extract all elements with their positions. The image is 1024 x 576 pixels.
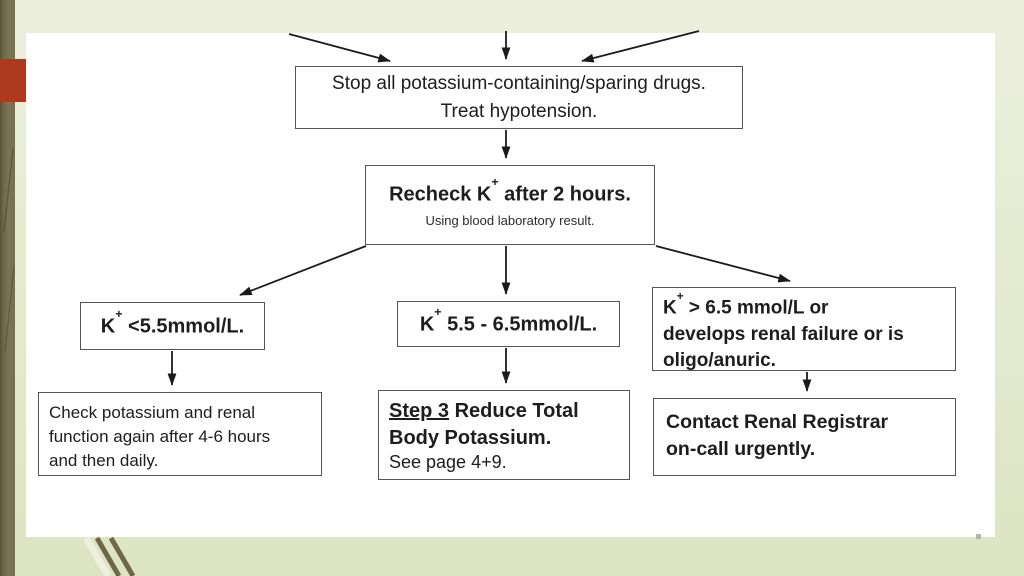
recheck-title: Recheck K+ after 2 hours. xyxy=(389,175,631,207)
k-superscript: + xyxy=(434,304,442,319)
bottom-stripe-dark xyxy=(108,536,136,576)
bottom-stripe-dark xyxy=(94,536,122,576)
k-low-rest: <5.5mmol/L. xyxy=(122,315,245,338)
k-high-line1: K+ > 6.5 mmol/L or xyxy=(663,290,945,322)
k-superscript: + xyxy=(491,174,499,189)
k-superscript: + xyxy=(115,306,123,321)
red-accent-block xyxy=(0,59,26,102)
check-line3: and then daily. xyxy=(49,451,159,471)
contact-line2: on-call urgently. xyxy=(666,438,816,461)
slide-number-dot xyxy=(976,534,981,539)
check-line1: Check potassium and renal xyxy=(49,403,256,422)
step3-line1: Step 3 Reduce Total xyxy=(389,398,619,425)
node-k-mid: K+ 5.5 - 6.5mmol/L. xyxy=(397,301,620,347)
k-superscript: + xyxy=(676,289,684,303)
recheck-title-rest: after 2 hours. xyxy=(498,183,631,206)
check-line2: function again after 4-6 hours xyxy=(49,427,271,447)
k-mid-rest: 5.5 - 6.5mmol/L. xyxy=(441,313,598,336)
k-mid-prefix: K xyxy=(419,313,435,336)
node-k-high: K+ > 6.5 mmol/L or develops renal failur… xyxy=(652,287,956,371)
k-high-prefix: K xyxy=(663,297,677,319)
k-mid-label: K+ 5.5 - 6.5mmol/L. xyxy=(419,305,598,337)
node-contact-registrar: Contact Renal Registrar on-call urgently… xyxy=(653,398,956,476)
node-k-low: K+ <5.5mmol/L. xyxy=(80,302,265,350)
recheck-subtitle: Using blood laboratory result. xyxy=(425,213,595,229)
stop-line2: Treat hypotension. xyxy=(440,100,598,122)
stop-line1: Stop all potassium-containing/sparing dr… xyxy=(332,72,706,94)
step3-label: Step 3 xyxy=(389,400,450,422)
k-high-line2: develops renal failure or is xyxy=(663,323,904,345)
k-low-prefix: K xyxy=(100,315,116,338)
step3-line3: See page 4+9. xyxy=(389,452,507,473)
k-high-line1-rest: > 6.5 mmol/L or xyxy=(683,297,829,319)
node-stop-drugs: Stop all potassium-containing/sparing dr… xyxy=(295,66,743,129)
contact-line1: Contact Renal Registrar xyxy=(666,411,889,433)
left-accent-bar xyxy=(0,0,15,576)
node-step3-reduce: Step 3 Reduce Total Body Potassium. See … xyxy=(378,390,630,480)
step3-line1-rest: Reduce Total xyxy=(449,400,579,422)
recheck-title-prefix: Recheck K xyxy=(389,183,492,206)
k-low-label: K+ <5.5mmol/L. xyxy=(100,307,245,339)
node-check-potassium: Check potassium and renal function again… xyxy=(38,392,322,476)
node-recheck-k: Recheck K+ after 2 hours. Using blood la… xyxy=(365,165,655,245)
k-high-line3: oligo/anuric. xyxy=(663,349,776,371)
step3-line2: Body Potassium. xyxy=(389,426,552,449)
bottom-stripe-light xyxy=(82,536,112,576)
